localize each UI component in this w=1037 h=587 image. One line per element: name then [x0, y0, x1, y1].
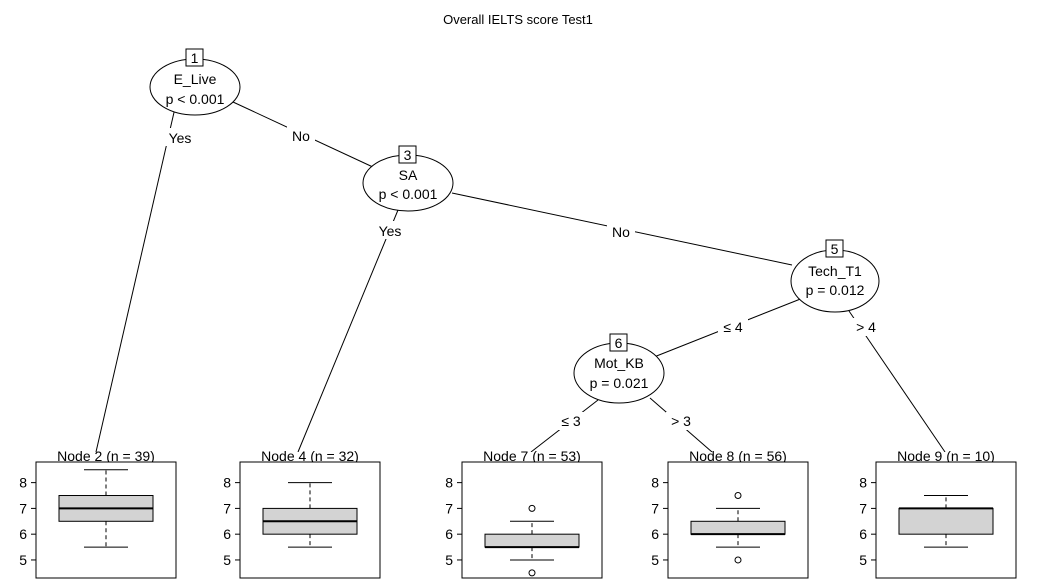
- y-tick-label: 6: [19, 526, 27, 542]
- panel-header-bg: [36, 452, 176, 463]
- y-tick-label: 6: [223, 526, 231, 542]
- node-id-5: 5: [831, 241, 839, 257]
- y-tick-label: 8: [19, 475, 27, 491]
- panel-header-bg: [876, 452, 1016, 463]
- edge-labels: Yes No Yes No ≤ 4 > 4 ≤ 3 > 3: [162, 126, 881, 430]
- y-tick-label: 7: [223, 500, 231, 516]
- iqr-box: [690, 520, 786, 535]
- y-tick-label: 5: [651, 552, 659, 568]
- panel-header: Node 4 (n = 32): [261, 448, 359, 464]
- outlier-point: [734, 556, 742, 564]
- node-variable-1: E_Live: [174, 71, 217, 87]
- terminal-node-2: Node 2 (n = 39) 5 6 7 8: [19, 448, 177, 579]
- panel-frame: [461, 461, 603, 579]
- edge-label-5-9: > 4: [856, 319, 876, 335]
- node-variable-5: Tech_T1: [808, 263, 862, 279]
- inner-node-1: 1 E_Live p < 0.001: [149, 48, 241, 116]
- y-tick-label: 7: [859, 500, 867, 516]
- edge-label-3-5: No: [612, 224, 630, 240]
- edge-label-3-4: Yes: [379, 223, 402, 239]
- edge-label-5-6: ≤ 4: [723, 319, 743, 335]
- edge-label-6-8: > 3: [671, 413, 691, 429]
- terminal-node-8: Node 8 (n = 56) 5 6 7 8: [651, 448, 809, 579]
- y-tick-label: 5: [859, 552, 867, 568]
- node-pvalue-5: p = 0.012: [806, 282, 865, 298]
- y-tick-label: 6: [445, 526, 453, 542]
- terminal-node-7: Node 7 (n = 53) 5 6 7 8: [445, 448, 603, 579]
- y-tick-label: 8: [445, 475, 453, 491]
- terminal-node-9: Node 9 (n = 10) 5 6 7 8: [859, 448, 1017, 579]
- y-tick-label: 7: [19, 500, 27, 516]
- inner-node-3: 3 SA p < 0.001: [362, 145, 454, 212]
- edge-label-1-2: Yes: [169, 130, 192, 146]
- panel-header: Node 9 (n = 10): [897, 448, 995, 464]
- node-id-3: 3: [404, 147, 412, 163]
- y-tick-label: 5: [223, 552, 231, 568]
- iqr-box: [898, 507, 994, 535]
- panel-header: Node 2 (n = 39): [57, 448, 155, 464]
- edge-3-4: [297, 209, 399, 453]
- inner-node-5: 5 Tech_T1 p = 0.012: [790, 239, 880, 313]
- y-tick-label: 8: [223, 475, 231, 491]
- panel-header: Node 7 (n = 53): [483, 448, 581, 464]
- panel-header-bg: [462, 452, 602, 463]
- edge-label-1-3: No: [292, 128, 310, 144]
- node-pvalue-6: p = 0.021: [590, 375, 649, 391]
- panel-header-bg: [240, 452, 380, 463]
- y-tick-label: 5: [445, 552, 453, 568]
- outlier-point: [734, 492, 742, 500]
- y-tick-label: 8: [651, 475, 659, 491]
- iqr-box: [484, 533, 580, 548]
- y-tick-label: 7: [651, 500, 659, 516]
- panel-header: Node 8 (n = 56): [689, 448, 787, 464]
- terminal-node-4: Node 4 (n = 32) 5 6 7 8: [223, 448, 381, 579]
- node-variable-6: Mot_KB: [594, 355, 644, 371]
- node-id-6: 6: [615, 335, 623, 351]
- edge-label-6-7: ≤ 3: [561, 413, 581, 429]
- inner-node-6: 6 Mot_KB p = 0.021: [573, 333, 665, 404]
- edge-1-2: [95, 107, 176, 453]
- panel-header-bg: [668, 452, 808, 463]
- y-tick-label: 7: [445, 500, 453, 516]
- plot-title: Overall IELTS score Test1: [443, 12, 593, 27]
- y-tick-label: 8: [859, 475, 867, 491]
- y-tick-label: 5: [19, 552, 27, 568]
- node-pvalue-1: p < 0.001: [166, 91, 225, 107]
- y-tick-label: 6: [859, 526, 867, 542]
- node-pvalue-3: p < 0.001: [379, 186, 438, 202]
- outlier-point: [528, 569, 536, 577]
- outlier-point: [528, 504, 536, 512]
- y-tick-label: 6: [651, 526, 659, 542]
- node-variable-3: SA: [399, 167, 418, 183]
- node-id-1: 1: [191, 50, 199, 66]
